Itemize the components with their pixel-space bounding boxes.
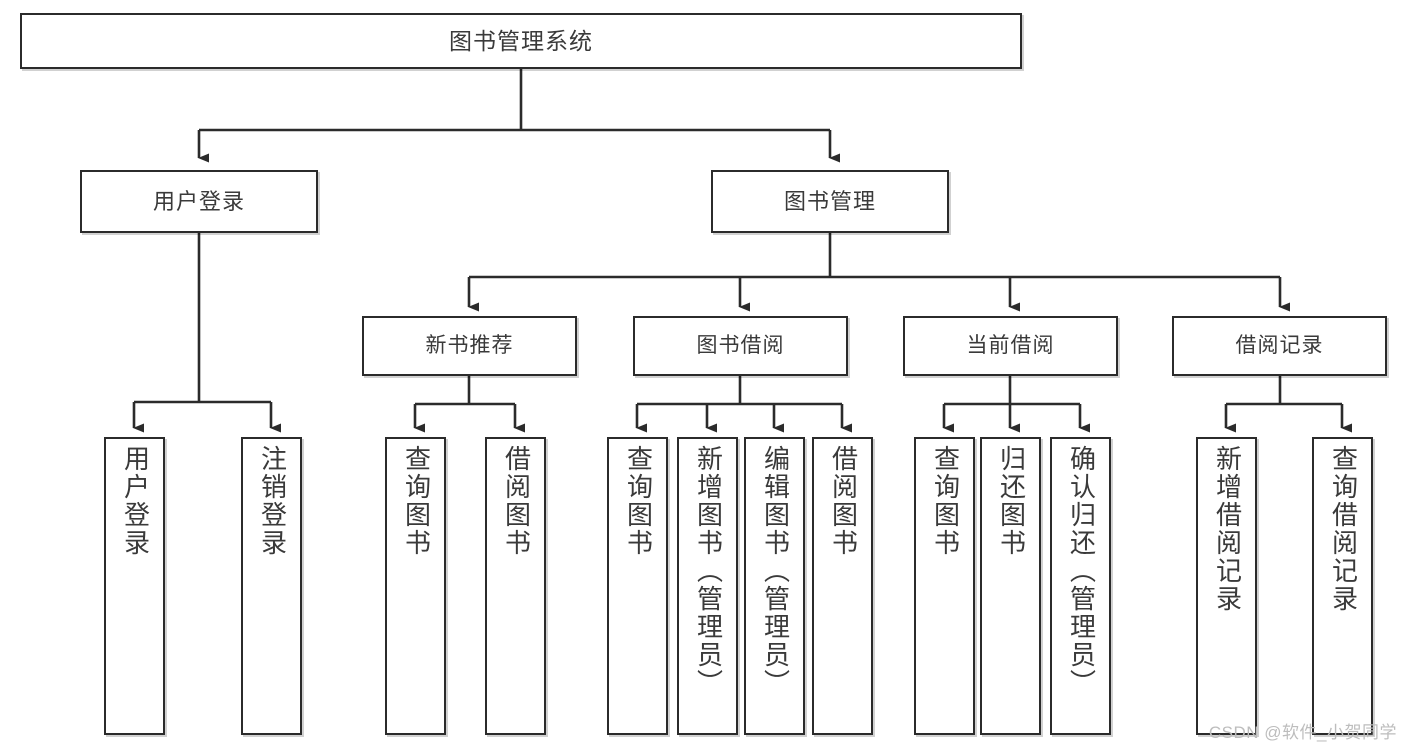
node-label: 借阅图书 (828, 445, 859, 557)
leaf-borrow-record-query-record[interactable]: 查询借阅记录 (1312, 437, 1373, 735)
node-label: 确认归还（管理员） (1066, 445, 1097, 697)
node-label: 用户登录 (120, 445, 151, 557)
node-label: 借阅图书 (501, 445, 532, 557)
node-label: 查询图书 (623, 445, 654, 557)
leaf-book-borrow-edit-book-admin[interactable]: 编辑图书（管理员） (744, 437, 805, 735)
node-label: 新书推荐 (425, 333, 514, 357)
node-label: 归还图书 (996, 445, 1027, 557)
node-label: 注销登录 (257, 445, 288, 557)
leaf-new-book-borrow-books[interactable]: 借阅图书 (485, 437, 546, 735)
node-new-book-recommendation[interactable]: 新书推荐 (362, 316, 577, 376)
node-label: 当前借阅 (966, 333, 1055, 357)
leaf-user-login-logout[interactable]: 注销登录 (241, 437, 302, 735)
node-label: 借阅记录 (1235, 333, 1324, 357)
leaf-borrow-record-add-record[interactable]: 新增借阅记录 (1196, 437, 1257, 735)
leaf-current-borrow-confirm-return-admin[interactable]: 确认归还（管理员） (1050, 437, 1111, 735)
leaf-current-borrow-return-books[interactable]: 归还图书 (980, 437, 1041, 735)
node-book-borrowing[interactable]: 图书借阅 (633, 316, 848, 376)
leaf-book-borrow-borrow-books[interactable]: 借阅图书 (812, 437, 873, 735)
node-label: 查询图书 (401, 445, 432, 557)
node-root-library-management-system[interactable]: 图书管理系统 (20, 13, 1022, 69)
leaf-book-borrow-query-books[interactable]: 查询图书 (607, 437, 668, 735)
node-label: 新增图书（管理员） (693, 445, 724, 697)
leaf-new-book-query-books[interactable]: 查询图书 (385, 437, 446, 735)
node-label: 图书管理系统 (449, 27, 593, 54)
leaf-book-borrow-add-book-admin[interactable]: 新增图书（管理员） (677, 437, 738, 735)
node-current-borrowing[interactable]: 当前借阅 (903, 316, 1118, 376)
leaf-current-borrow-query-books[interactable]: 查询图书 (914, 437, 975, 735)
leaf-user-login-login[interactable]: 用户登录 (104, 437, 165, 735)
node-label: 查询图书 (930, 445, 961, 557)
node-label: 图书借阅 (696, 333, 785, 357)
node-book-management[interactable]: 图书管理 (711, 170, 949, 233)
node-label: 用户登录 (152, 188, 245, 214)
node-user-login[interactable]: 用户登录 (80, 170, 318, 233)
node-label: 图书管理 (783, 188, 876, 214)
node-label: 查询借阅记录 (1328, 445, 1359, 613)
node-label: 新增借阅记录 (1212, 445, 1243, 613)
node-borrowing-record[interactable]: 借阅记录 (1172, 316, 1387, 376)
node-label: 编辑图书（管理员） (760, 445, 791, 697)
